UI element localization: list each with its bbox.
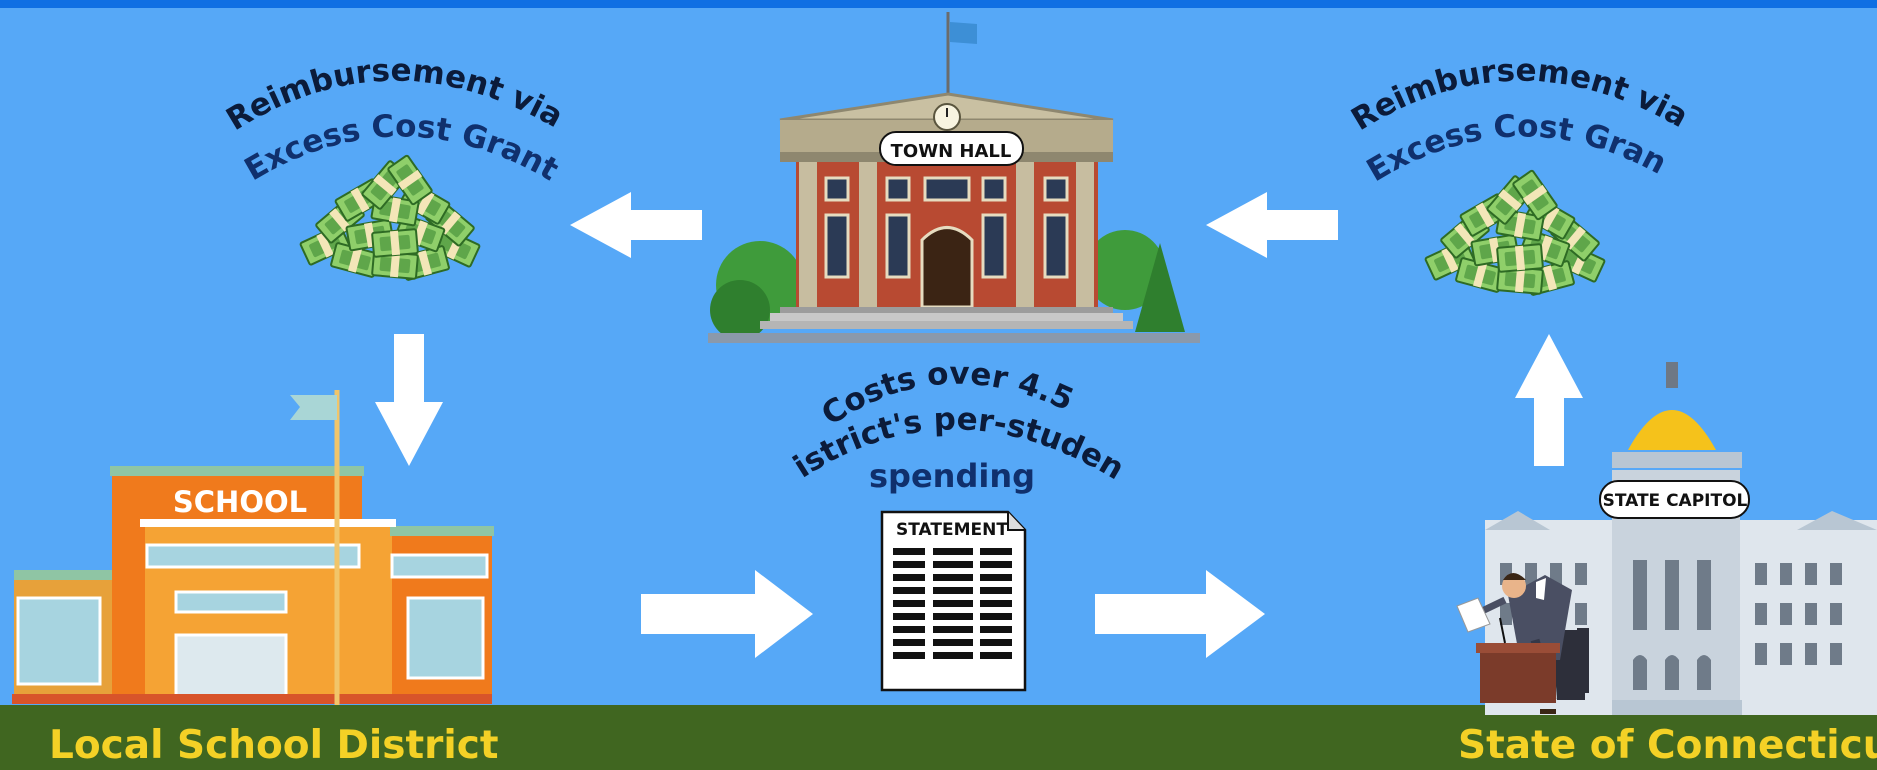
footer-local-school-district: Local School District bbox=[49, 723, 499, 768]
statement-document-icon: STATEMENT bbox=[880, 510, 1027, 692]
left-reimbursement-line1: Reimbursement via bbox=[220, 53, 569, 138]
speaker-figure-icon bbox=[1456, 573, 1589, 714]
arrow-icon bbox=[570, 192, 702, 258]
arrow-icon bbox=[375, 334, 443, 466]
money-pile-icon bbox=[300, 155, 480, 280]
svg-text:Reimbursement via: Reimbursement via bbox=[220, 53, 569, 138]
arrow-icon bbox=[1515, 334, 1583, 466]
money-pile-icon bbox=[1425, 170, 1605, 295]
ground-strip bbox=[0, 705, 1877, 770]
footer-state-of-connecticut: State of Connecticut bbox=[1458, 723, 1877, 768]
top-bar bbox=[0, 0, 1877, 8]
school-label: SCHOOL bbox=[173, 485, 307, 519]
town-hall-icon: TOWN HALL bbox=[708, 12, 1200, 343]
arrow-icon bbox=[641, 570, 813, 658]
arrow-icon bbox=[1095, 570, 1265, 658]
state-capitol-label: STATE CAPITOL bbox=[1603, 491, 1748, 511]
costs-line3: spending bbox=[869, 457, 1035, 495]
statement-label: STATEMENT bbox=[896, 520, 1008, 540]
town-hall-label: TOWN HALL bbox=[891, 141, 1012, 162]
arrow-icon bbox=[1206, 192, 1338, 258]
school-icon: SCHOOL bbox=[12, 390, 494, 705]
